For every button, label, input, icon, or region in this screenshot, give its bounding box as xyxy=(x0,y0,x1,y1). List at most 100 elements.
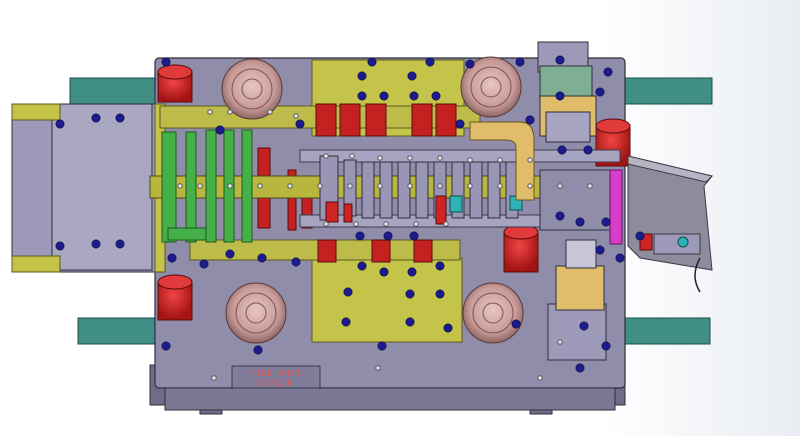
fastener-bolt xyxy=(511,319,521,329)
guide-rails xyxy=(69,77,713,345)
fastener-bolt xyxy=(409,231,419,241)
pilot-hole xyxy=(383,221,389,227)
fastener-bolt xyxy=(343,287,353,297)
pilot-hole xyxy=(537,375,543,381)
chute-clamp-pin xyxy=(677,236,689,248)
fastener-bolt xyxy=(379,267,389,277)
punch-block xyxy=(371,239,391,263)
punch-block xyxy=(339,103,361,137)
fastener-bolt xyxy=(435,289,445,299)
exit-chute xyxy=(627,155,713,293)
pilot-hole xyxy=(437,155,443,161)
fastener-bolt xyxy=(555,55,565,65)
pilot-hole xyxy=(317,183,323,189)
cam-slide-units xyxy=(537,41,623,361)
bushing-bottom-right xyxy=(462,282,524,344)
guide-post-mid-right xyxy=(503,224,539,273)
fastener-bolt xyxy=(55,119,65,129)
fastener-bolt xyxy=(383,231,393,241)
fastener-bolt xyxy=(161,57,171,67)
pilot-hole xyxy=(377,155,383,161)
guide-rail-bottom-right xyxy=(619,317,711,345)
pilot-hole xyxy=(207,109,213,115)
fastener-bolt xyxy=(615,253,625,263)
fastener-bolt xyxy=(515,57,525,67)
fastener-bolt xyxy=(603,67,613,77)
fastener-bolt xyxy=(595,245,605,255)
fastener-bolt xyxy=(407,267,417,277)
fastener-bolt xyxy=(425,57,435,67)
pilot-hole xyxy=(267,109,273,115)
feeder-guide-top xyxy=(11,103,61,121)
pilot-hole xyxy=(467,157,473,163)
fastener-bolt xyxy=(595,87,605,97)
fastener-bolt xyxy=(575,363,585,373)
pilot-hole xyxy=(467,183,473,189)
fastener-bolt xyxy=(115,239,125,249)
guide-rail-top-left xyxy=(69,77,161,105)
fastener-bolt xyxy=(115,113,125,123)
fastener-bolt xyxy=(55,241,65,251)
fastener-bolt xyxy=(407,71,417,81)
fastener-bolt xyxy=(355,231,365,241)
fastener-bolt xyxy=(583,145,593,155)
fastener-bolt xyxy=(635,231,645,241)
guide-post-bottom-left xyxy=(157,274,193,321)
fastener-bolt xyxy=(579,321,589,331)
engraving-line-1: FINE ANTI xyxy=(250,369,302,378)
pilot-hole xyxy=(527,157,533,163)
fastener-bolt xyxy=(431,91,441,101)
pilot-hole xyxy=(323,221,329,227)
die-shoe-base xyxy=(164,387,616,411)
fasteners xyxy=(55,55,645,373)
pilot-hole xyxy=(377,183,383,189)
fastener-bolt xyxy=(91,113,101,123)
pilot-hole xyxy=(437,183,443,189)
pilot-hole xyxy=(197,183,203,189)
pilot-hole xyxy=(227,183,233,189)
pilot-hole xyxy=(527,183,533,189)
guide-bushings xyxy=(221,56,524,344)
fastener-bolt xyxy=(525,115,535,125)
cam-rail xyxy=(469,121,535,201)
fastener-bolt xyxy=(379,91,389,101)
cam-slide-bottom-head xyxy=(565,239,597,269)
punch-block xyxy=(413,239,433,263)
strip-feeder xyxy=(11,103,166,273)
pilot-holes xyxy=(177,109,593,381)
punch-block xyxy=(435,103,457,137)
red-inserts xyxy=(325,195,447,225)
pilot-hole xyxy=(557,339,563,345)
fastener-bolt xyxy=(557,145,567,155)
bushing-top-right xyxy=(460,56,522,118)
pilot-hole xyxy=(177,183,183,189)
fastener-bolt xyxy=(555,91,565,101)
fastener-bolt xyxy=(367,57,377,67)
engraving-plate: FINE ANTI SCRAP xyxy=(231,365,321,389)
punch-block xyxy=(365,103,387,137)
fastener-bolt xyxy=(357,71,367,81)
pilot-hole xyxy=(227,109,233,115)
bushing-bottom-left xyxy=(225,282,287,344)
punch-block xyxy=(317,239,337,263)
engraving-line-2: SCRAP xyxy=(257,379,294,389)
pilot-hole xyxy=(211,375,217,381)
punch-block xyxy=(315,103,337,137)
pilot-hole xyxy=(257,183,263,189)
magenta-lifter xyxy=(609,169,623,245)
chute-clamp xyxy=(653,233,701,255)
pilot-hole xyxy=(443,221,449,227)
pilot-hole xyxy=(347,183,353,189)
cam-unit-bottom xyxy=(547,303,607,361)
fastener-bolt xyxy=(257,253,267,263)
feeder-guide-bottom xyxy=(11,255,61,273)
pilot-hole xyxy=(353,221,359,227)
pilot-hole xyxy=(287,183,293,189)
bushing-top-left xyxy=(221,58,283,120)
pilot-hole xyxy=(407,155,413,161)
punch-block xyxy=(287,169,297,231)
pilot-hole xyxy=(293,113,299,119)
fastener-bolt xyxy=(405,317,415,327)
